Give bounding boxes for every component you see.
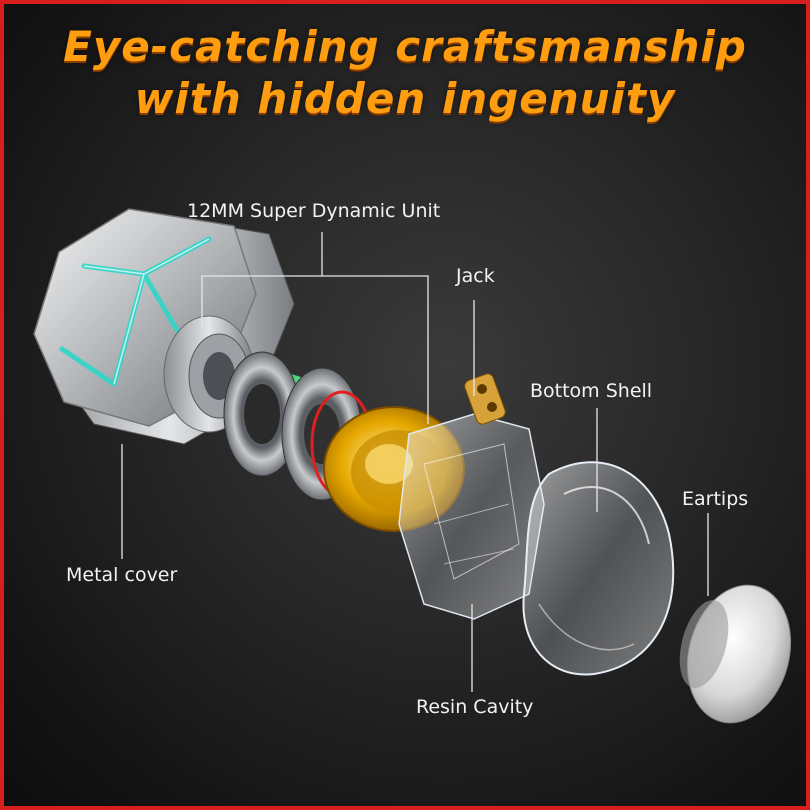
callout-eartips: Eartips	[682, 488, 749, 510]
callout-leader-lines	[121, 232, 709, 692]
resin-cavity-part	[398, 373, 545, 620]
metal-cover-part	[33, 208, 295, 445]
callout-bottom-shell: Bottom Shell	[530, 380, 653, 402]
callout-jack: Jack	[456, 265, 495, 287]
callout-dynamic-unit: 12MM Super Dynamic Unit	[187, 200, 441, 222]
driver-washers	[223, 351, 374, 501]
exploded-earphone-illustration	[33, 208, 792, 724]
eartip-part	[679, 584, 792, 724]
headline-line-2: with hidden ingenuity	[134, 74, 676, 123]
headline-line-1: Eye-catching craftsmanship	[63, 22, 747, 71]
bottom-shell-part	[522, 461, 675, 676]
callout-resin-cavity: Resin Cavity	[416, 696, 534, 718]
callout-metal-cover: Metal cover	[66, 564, 178, 586]
